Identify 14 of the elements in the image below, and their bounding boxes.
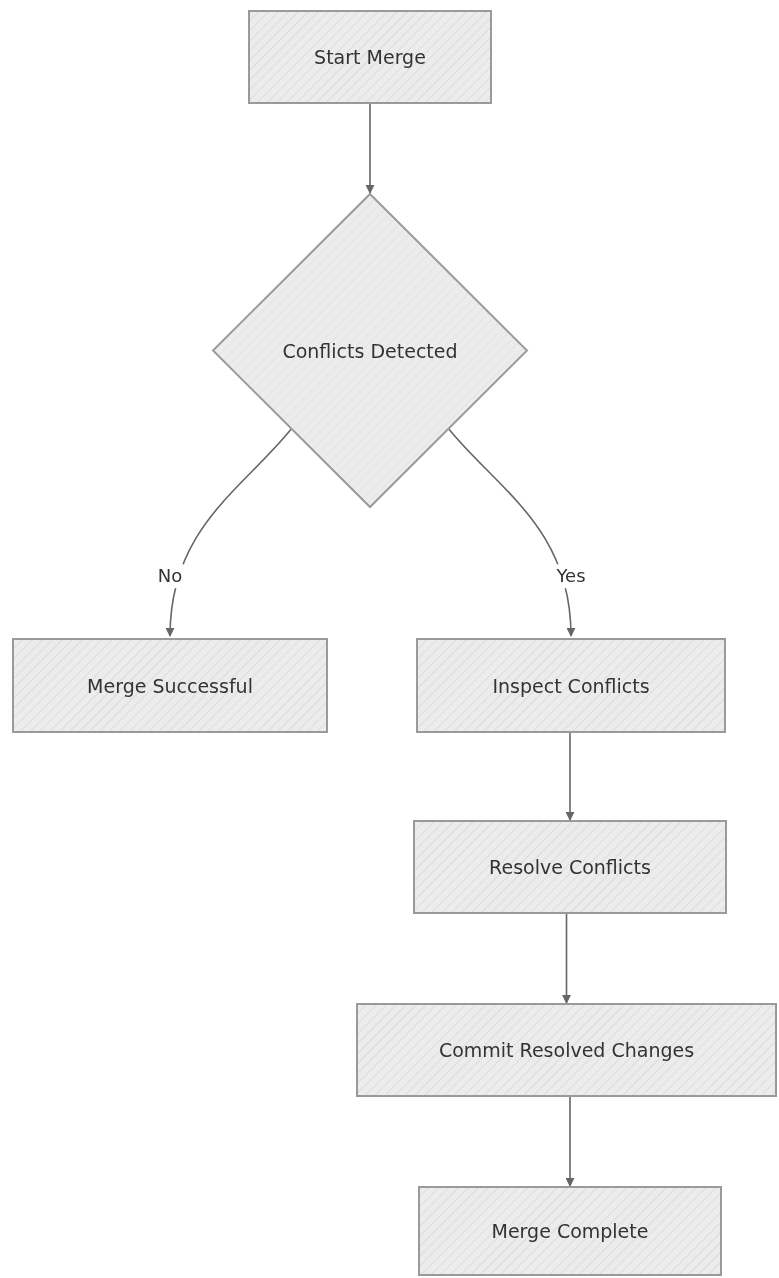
process-box: Inspect Conflicts <box>416 638 726 733</box>
arrow <box>165 428 292 637</box>
decision-diamond: Conflicts Detected <box>212 193 528 508</box>
arrow <box>565 1096 575 1187</box>
process-box: Resolve Conflicts <box>413 820 727 914</box>
arrow <box>565 732 575 821</box>
process-box: Start Merge <box>248 10 492 104</box>
arrow <box>562 913 571 1004</box>
arrow <box>448 428 576 637</box>
process-box: Merge Complete <box>418 1186 722 1276</box>
process-box: Merge Successful <box>12 638 328 733</box>
process-box: Commit Resolved Changes <box>356 1003 777 1097</box>
arrow <box>365 103 375 194</box>
edge-label: Yes <box>554 564 588 588</box>
